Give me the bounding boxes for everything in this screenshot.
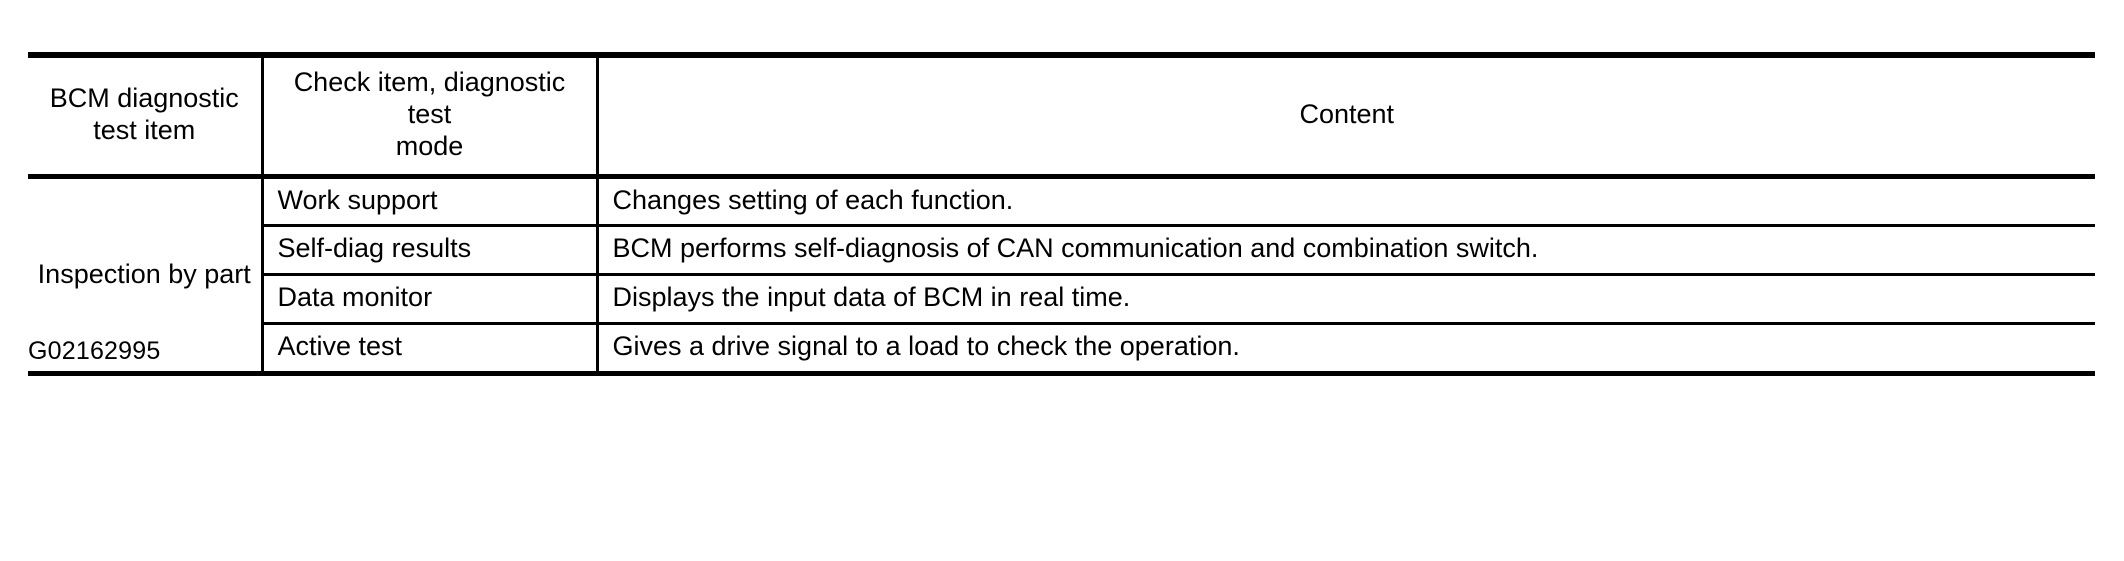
table-row: Data monitor Displays the input data of … bbox=[28, 274, 2095, 326]
row-item-active-test: Active test bbox=[262, 323, 599, 377]
group-label-inspection-by-part: Inspection by part bbox=[28, 176, 264, 377]
column-header-bcm-line-2: test item bbox=[93, 114, 196, 145]
bcm-diagnostic-test-item-table: BCM diagnostic test item Check item, dia… bbox=[28, 51, 2095, 377]
row-content-work-support: Changes setting of each function. bbox=[597, 176, 2095, 228]
column-header-check-item-diagnostic-test-mode: Check item, diagnostic test mode bbox=[262, 51, 599, 179]
figure-caption-id: G02162995 bbox=[28, 337, 161, 365]
row-item-work-support: Work support bbox=[262, 176, 599, 228]
column-header-content: Content bbox=[597, 51, 2095, 179]
table-row: Self-diag results BCM performs self-diag… bbox=[28, 225, 2095, 277]
table-header: BCM diagnostic test item Check item, dia… bbox=[28, 51, 2095, 179]
column-header-check-item-line-1: Check item, diagnostic test bbox=[293, 67, 566, 129]
spec-table-container: BCM diagnostic test item Check item, dia… bbox=[28, 51, 2095, 377]
row-content-self-diag-results: BCM performs self-diagnosis of CAN commu… bbox=[597, 225, 2095, 277]
table-body: Inspection by part Work support Changes … bbox=[28, 176, 2095, 377]
table-header-row: BCM diagnostic test item Check item, dia… bbox=[28, 51, 2095, 179]
column-header-content-label: Content bbox=[1299, 98, 1395, 129]
column-header-check-item-line-2: mode bbox=[395, 130, 464, 161]
column-header-bcm-line-1: BCM diagnostic bbox=[49, 82, 239, 113]
row-item-data-monitor: Data monitor bbox=[262, 274, 599, 326]
table-row: Inspection by part Work support Changes … bbox=[28, 176, 2095, 377]
row-content-active-test: Gives a drive signal to a load to check … bbox=[597, 323, 2095, 377]
row-content-data-monitor: Displays the input data of BCM in real t… bbox=[597, 274, 2095, 326]
table-row: Active test Gives a drive signal to a lo… bbox=[28, 323, 2095, 377]
row-item-self-diag-results: Self-diag results bbox=[262, 225, 599, 277]
column-header-bcm-diagnostic-test-item: BCM diagnostic test item bbox=[28, 51, 264, 179]
